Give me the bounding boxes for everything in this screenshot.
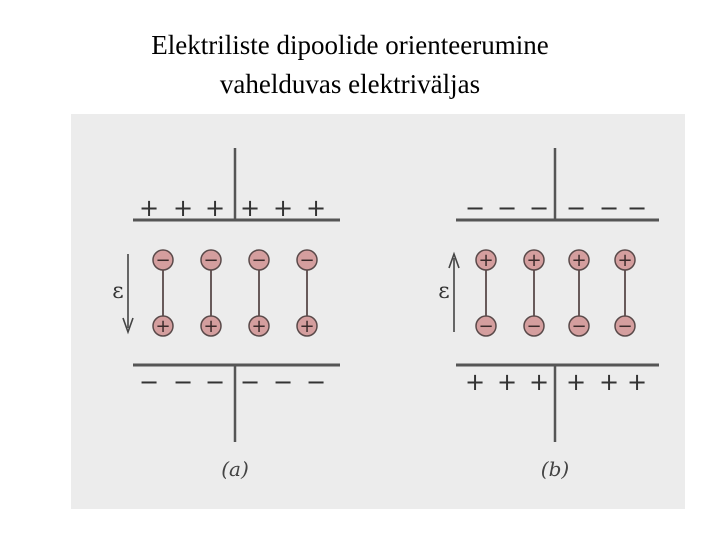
dipole-charge-sign: − [299,250,314,271]
panel-caption: (b) [541,457,569,481]
field-label: ε [438,279,449,304]
dipole-charge-sign: + [478,250,493,271]
top-plate-charge: − [599,194,619,222]
dipole: −+ [296,249,318,337]
top-plate-charge: − [529,194,549,222]
field-arrow-head [122,317,134,335]
dipole-charge-sign: + [203,316,218,337]
top-plate-charge: − [566,194,586,222]
slide-title-line-1: Elektriliste dipoolide orienteerumine [151,30,549,60]
top-plate-charge: − [627,194,647,222]
field-label: ε [112,279,123,304]
dipole-figure: ++++++−−−−−−−+−+−+−+ε(a)−−−−−−+++++++−+−… [71,114,685,509]
dipole-charge-sign: + [617,250,632,271]
dipole: +− [614,249,636,337]
dipole-charge-circle [614,315,636,337]
dipole-charge-circle [614,249,636,271]
dipole-charge-circle [248,315,270,337]
dipole-charge-circle [296,315,318,337]
bottom-plate-charge: + [465,368,485,396]
dipole-charge-sign: − [526,316,541,337]
bottom-plate-charge: + [599,368,619,396]
dipole-charge-sign: − [251,250,266,271]
dipole-charge-circle [200,315,222,337]
dipole-charge-circle [475,315,497,337]
dipole-charge-circle [248,249,270,271]
dipole: +− [523,249,545,337]
bottom-plate-charge: + [627,368,647,396]
dipole: +− [568,249,590,337]
top-plate-charge: + [173,194,193,222]
bottom-plate-charge: − [306,368,326,396]
bottom-plate-charge: + [529,368,549,396]
top-plate-charge: + [240,194,260,222]
dipole-charge-circle [152,249,174,271]
bottom-plate-charge: + [497,368,517,396]
bottom-plate-charge: − [139,368,159,396]
dipole-charge-sign: − [617,316,632,337]
top-plate-charge: + [139,194,159,222]
bottom-plate-charge: + [566,368,586,396]
dipole-charge-sign: − [478,316,493,337]
slide-title-line-2: vahelduvas elektriväljas [219,69,481,99]
dipole-charge-sign: + [299,316,314,337]
dipole-charge-sign: + [571,250,586,271]
dipole: −+ [200,249,222,337]
dipole-charge-circle [475,249,497,271]
dipole-charge-sign: + [526,250,541,271]
dipole-charge-sign: − [203,250,218,271]
dipole-charge-circle [152,315,174,337]
panel-caption: (a) [221,457,249,481]
bottom-plate-charge: − [240,368,260,396]
dipole-charge-sign: − [571,316,586,337]
dipole-charge-circle [568,249,590,271]
dipole: −+ [152,249,174,337]
bottom-plate-charge: − [273,368,293,396]
top-plate-charge: + [205,194,225,222]
dipole: +− [475,249,497,337]
field-arrow-head [448,251,460,269]
top-plate-charge: − [465,194,485,222]
top-plate-charge: + [273,194,293,222]
figure-background [71,114,685,509]
dipole-charge-sign: + [155,316,170,337]
bottom-plate-charge: − [173,368,193,396]
dipole-charge-circle [296,249,318,271]
panel-a: ++++++−−−−−−−+−+−+−+ε(a) [112,148,340,481]
dipole-charge-circle [200,249,222,271]
top-plate-charge: − [497,194,517,222]
bottom-plate-charge: − [205,368,225,396]
dipole-charge-circle [568,315,590,337]
dipole: −+ [248,249,270,337]
dipole-charge-circle [523,315,545,337]
dipole-charge-circle [523,249,545,271]
dipole-charge-sign: − [155,250,170,271]
top-plate-charge: + [306,194,326,222]
dipole-charge-sign: + [251,316,266,337]
panel-b: −−−−−−+++++++−+−+−+−ε(b) [438,148,659,481]
